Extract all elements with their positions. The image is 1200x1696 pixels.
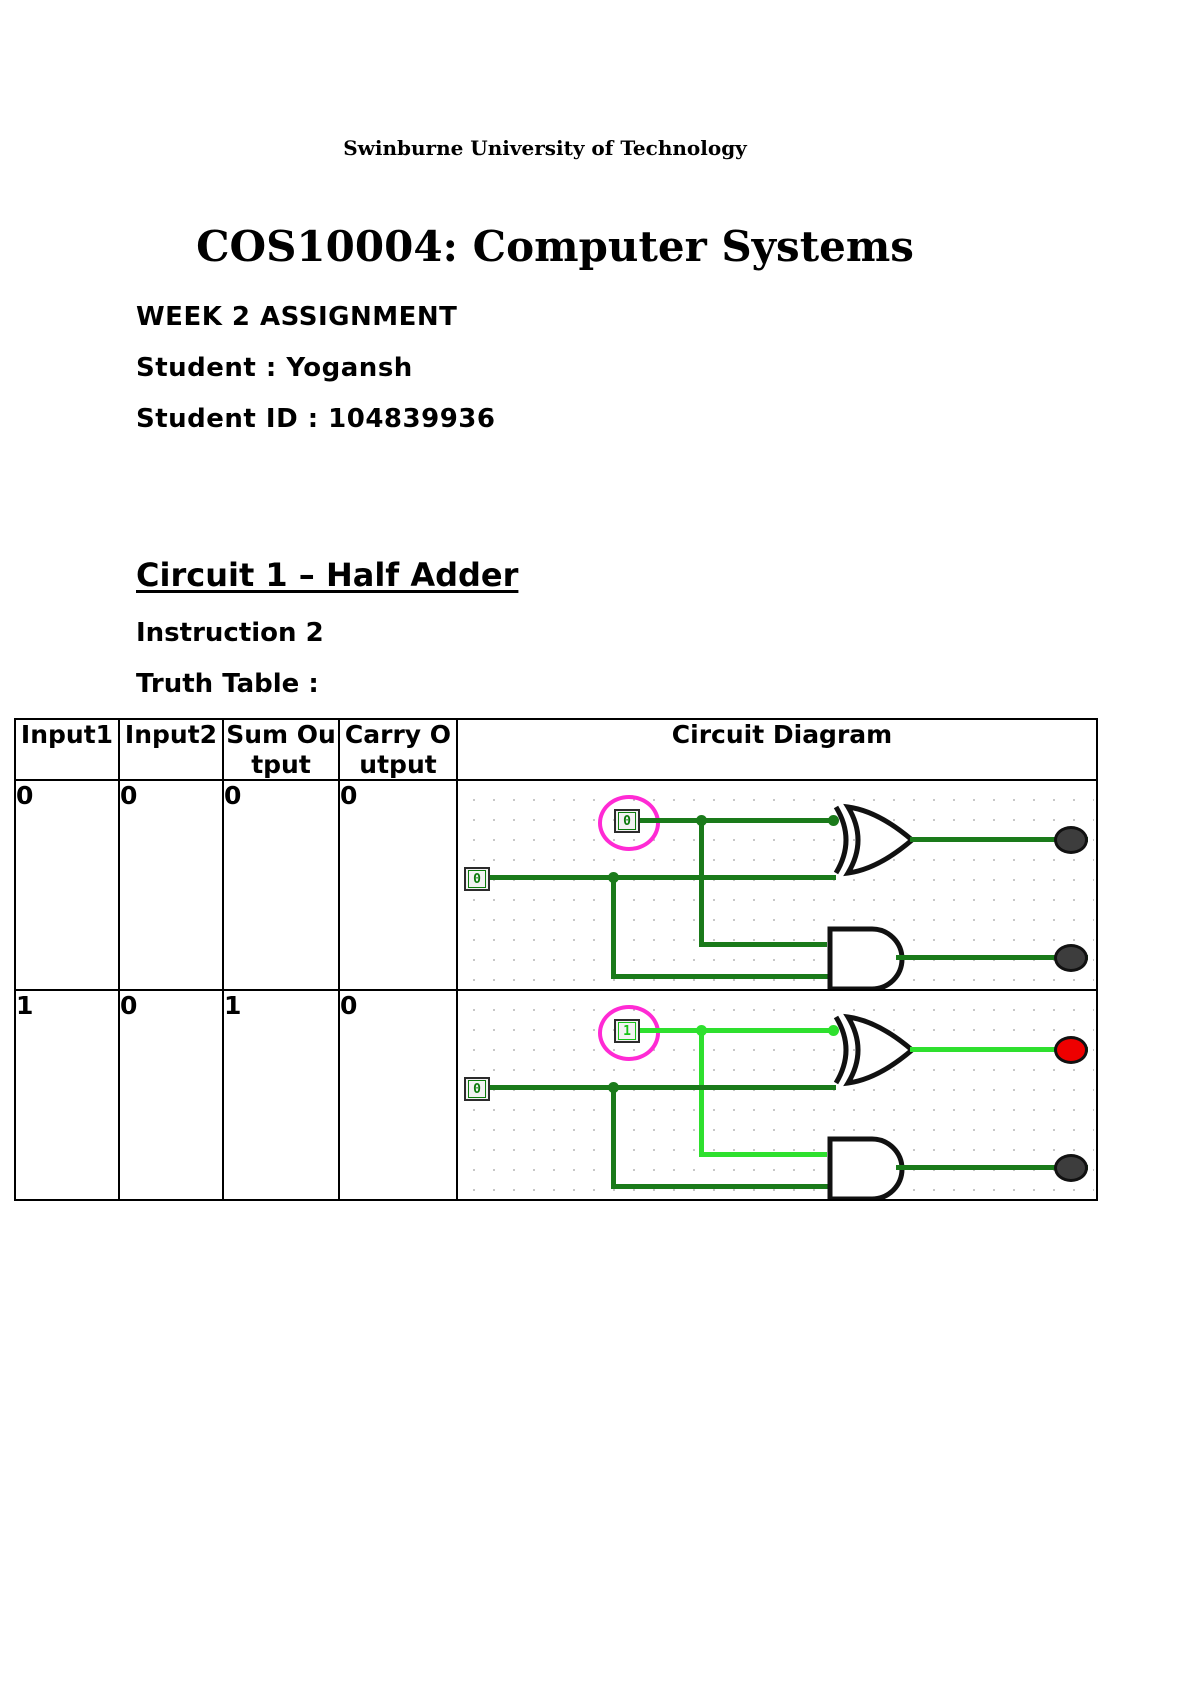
- truth-table-label: Truth Table :: [136, 669, 319, 699]
- wire-b-branch-down: [611, 1085, 616, 1189]
- course-title: COS10004: Computer Systems: [196, 222, 914, 271]
- wire-b-branch-down: [611, 875, 616, 979]
- junction-node-a2: [828, 1025, 839, 1036]
- cell-carry-output: 0: [338, 989, 458, 1201]
- column-header-input1: Input1: [14, 718, 120, 781]
- truth-table: Input1 Input2 Sum Output Carry Output Ci…: [14, 718, 1098, 1201]
- wire-xor-output: [910, 1047, 1088, 1052]
- cell-sum-output: 1: [222, 989, 340, 1201]
- wire-and-output: [896, 1165, 1088, 1170]
- column-header-sum-output: Sum Output: [222, 718, 340, 781]
- wire-a-to-xor: [640, 1028, 834, 1033]
- wire-b-to-and: [611, 974, 829, 979]
- wire-a-to-and: [699, 1152, 827, 1157]
- cell-input1: 0: [14, 779, 120, 991]
- table-header-row: Input1 Input2 Sum Output Carry Output Ci…: [14, 718, 1098, 781]
- logisim-canvas-row1: 0 0: [459, 782, 1094, 988]
- wire-and-output: [896, 955, 1088, 960]
- xor-gate: [833, 1013, 916, 1087]
- column-header-input2: Input2: [118, 718, 224, 781]
- sum-output-led: [1054, 1036, 1088, 1064]
- instruction-label: Instruction 2: [136, 618, 324, 648]
- wire-xor-output: [910, 837, 1088, 842]
- cell-carry-output: 0: [338, 779, 458, 991]
- column-header-carry-output: Carry Output: [338, 718, 458, 781]
- cell-input2: 0: [118, 989, 224, 1201]
- wire-a-to-xor: [640, 818, 834, 823]
- cell-input1: 1: [14, 989, 120, 1201]
- cell-input2: 0: [118, 779, 224, 991]
- sum-output-led: [1054, 826, 1088, 854]
- wire-b-to-and: [611, 1184, 829, 1189]
- input-pin-a[interactable]: 0: [614, 809, 640, 833]
- and-gate: [827, 926, 905, 988]
- wire-a-branch-down: [699, 1028, 704, 1156]
- table-row: 1 0 1 0 1 0: [14, 989, 1098, 1201]
- section-title: Circuit 1 – Half Adder: [136, 556, 519, 594]
- junction-node-a2: [828, 815, 839, 826]
- university-name: Swinburne University of Technology: [343, 136, 747, 160]
- cell-circuit-diagram: 1 0: [456, 989, 1098, 1201]
- column-header-circuit-diagram: Circuit Diagram: [456, 718, 1098, 781]
- wire-a-to-and: [699, 942, 827, 947]
- xor-gate: [833, 803, 916, 877]
- assignment-label: WEEK 2 ASSIGNMENT: [136, 302, 458, 332]
- input-pin-a[interactable]: 1: [614, 1019, 640, 1043]
- cell-sum-output: 0: [222, 779, 340, 991]
- cell-circuit-diagram: 0 0: [456, 779, 1098, 991]
- student-name: Student : Yogansh: [136, 353, 413, 383]
- student-id: Student ID : 104839936: [136, 404, 496, 434]
- input-pin-b[interactable]: 0: [464, 867, 490, 891]
- carry-output-led: [1054, 944, 1088, 972]
- wire-b-to-xor: [490, 875, 836, 880]
- wire-b-to-xor: [490, 1085, 836, 1090]
- wire-a-branch-down: [699, 818, 704, 946]
- carry-output-led: [1054, 1154, 1088, 1182]
- logisim-canvas-row2: 1 0: [459, 992, 1094, 1198]
- table-row: 0 0 0 0 0 0: [14, 779, 1098, 991]
- input-pin-b[interactable]: 0: [464, 1077, 490, 1101]
- and-gate: [827, 1136, 905, 1198]
